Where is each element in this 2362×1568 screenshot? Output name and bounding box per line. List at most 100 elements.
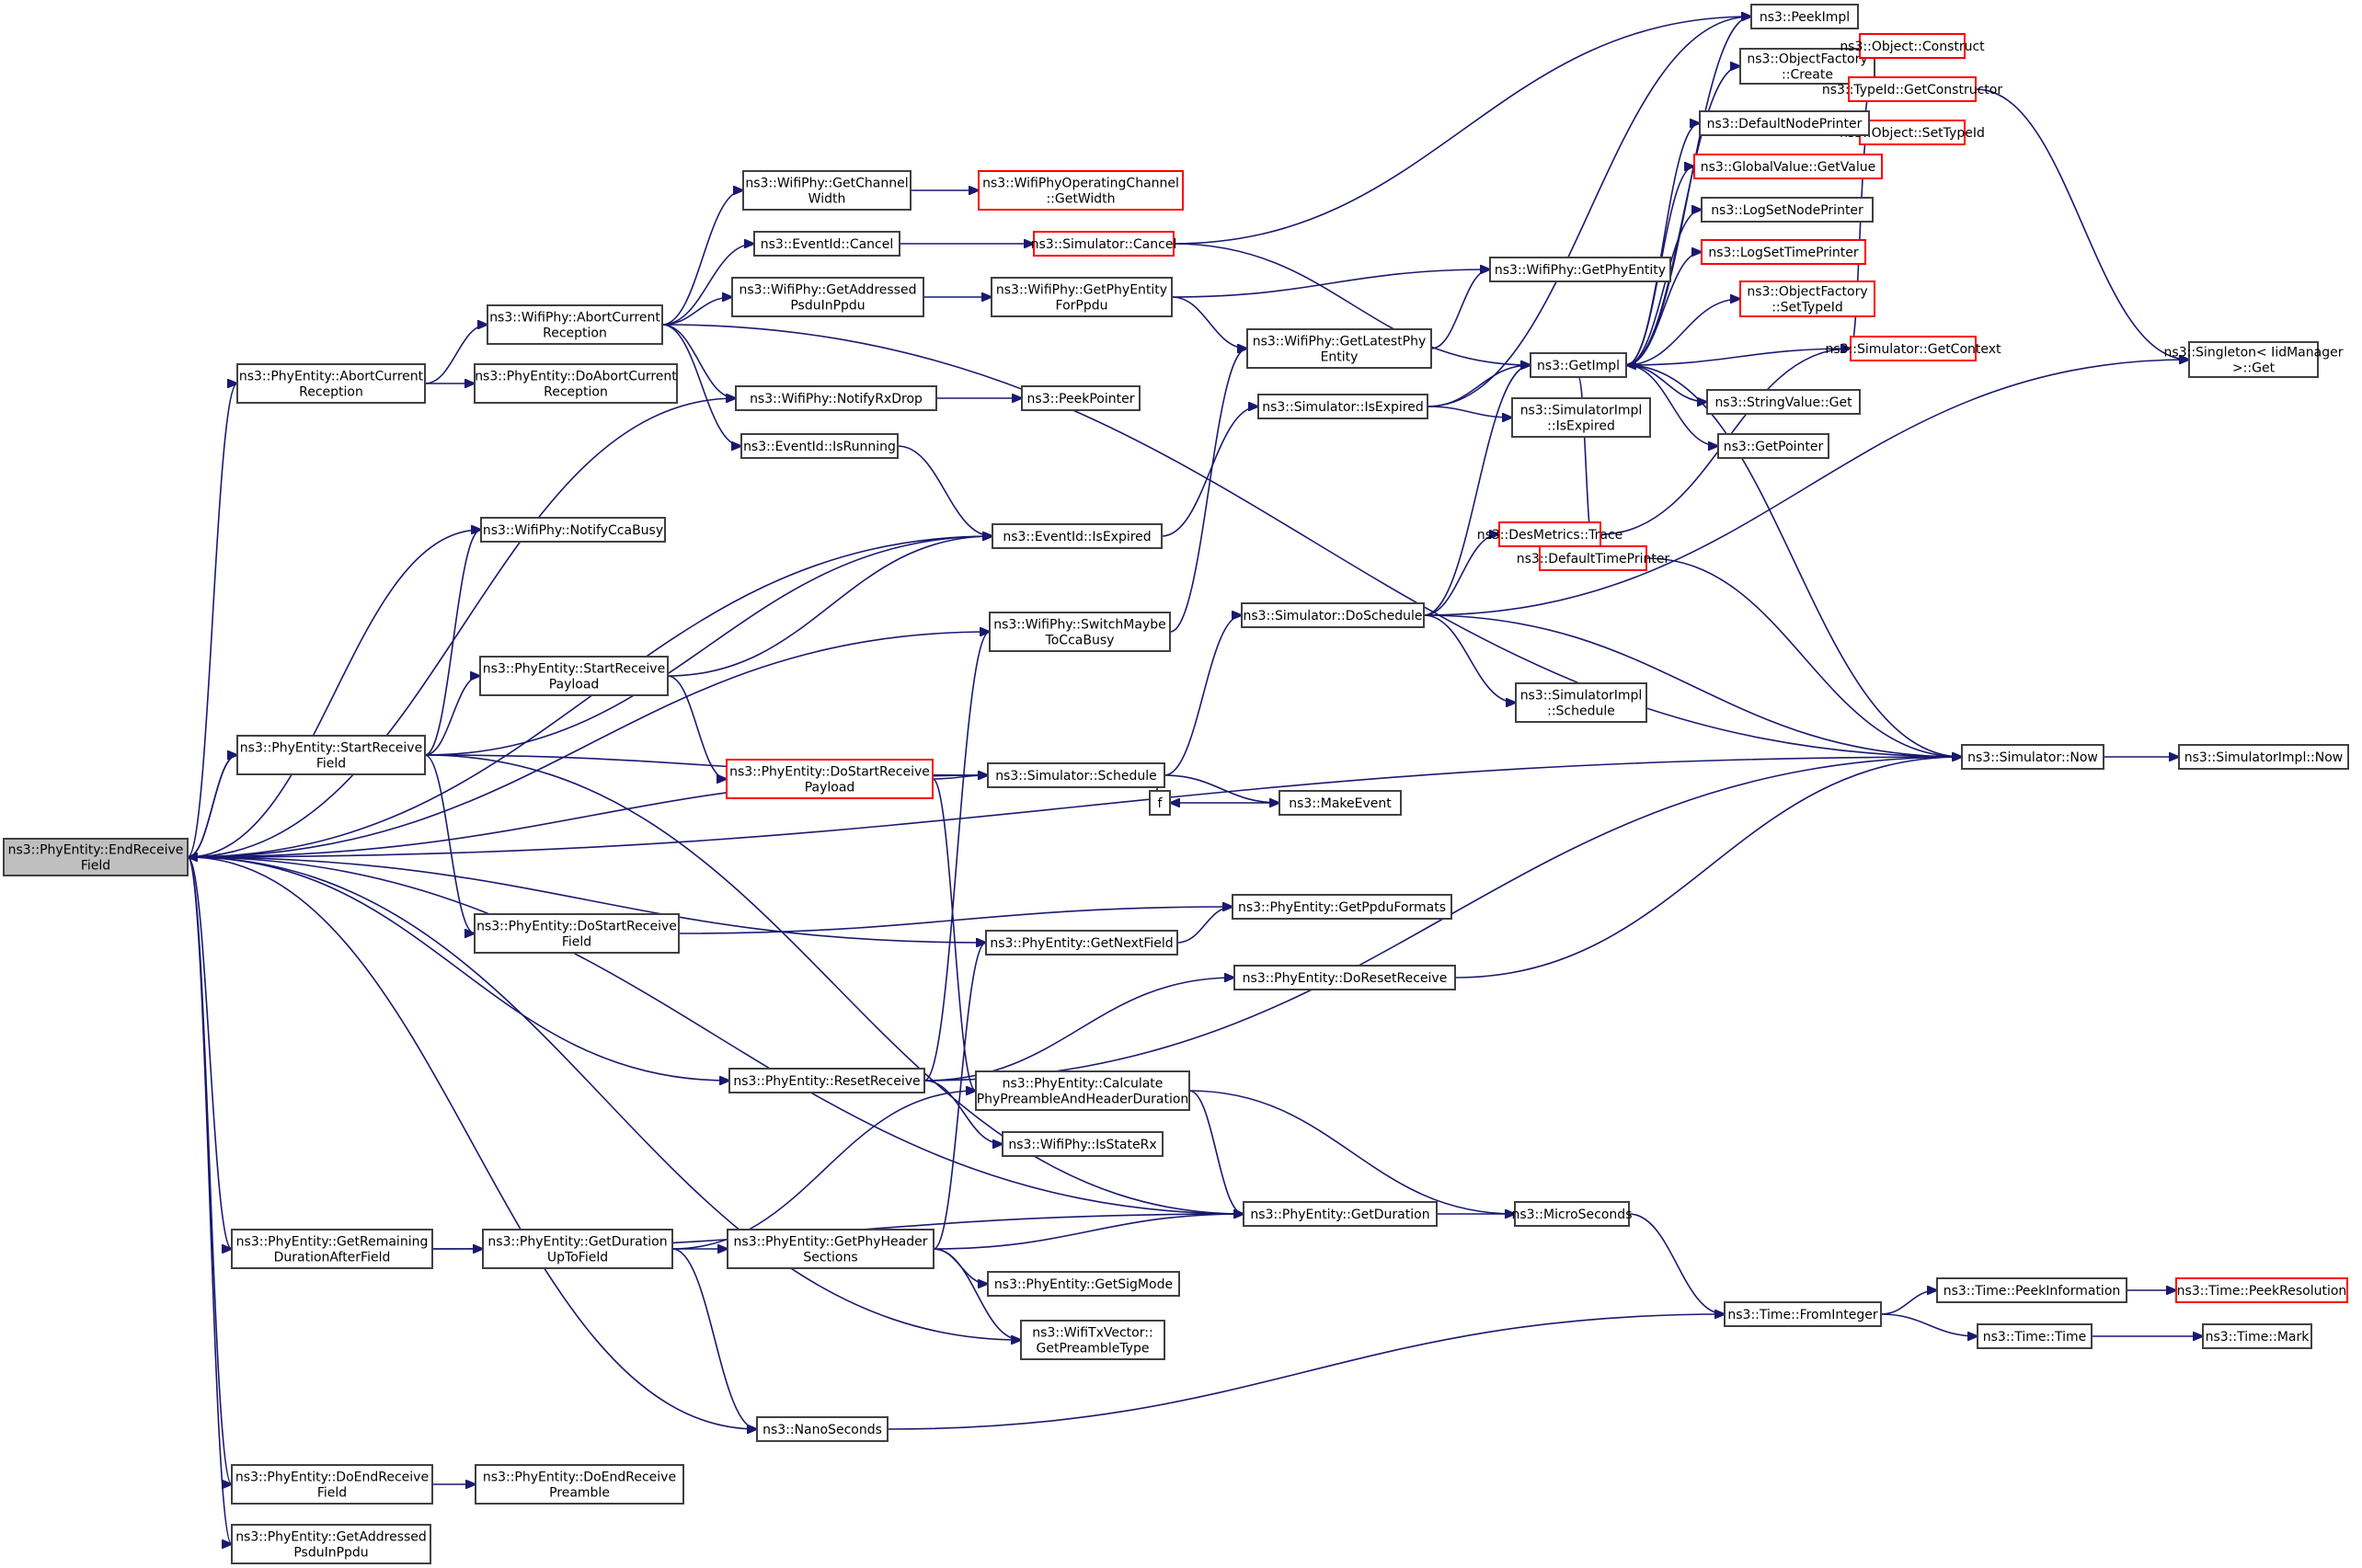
- function-node[interactable]: ns3::GetPointer: [1717, 433, 1829, 459]
- function-node[interactable]: ns3::ObjectFactory::SetTypeId: [1739, 280, 1875, 317]
- node-box[interactable]: [975, 1070, 1190, 1111]
- node-box[interactable]: [474, 363, 678, 404]
- node-box[interactable]: [1848, 76, 1977, 102]
- node-box[interactable]: [735, 385, 937, 411]
- function-node[interactable]: ns3::MicroSeconds: [1511, 1201, 1633, 1227]
- function-node[interactable]: ns3::WifiTxVector::GetPreambleType: [1020, 1320, 1165, 1360]
- node-box[interactable]: [740, 433, 899, 459]
- node-box[interactable]: [987, 1271, 1180, 1297]
- node-box[interactable]: [987, 762, 1165, 788]
- function-node[interactable]: ns3::NanoSeconds: [756, 1416, 889, 1442]
- function-node[interactable]: ns3::PeekImpl: [1750, 4, 1859, 29]
- function-node[interactable]: ns3::WifiPhy::IsStateRx: [1002, 1131, 1164, 1157]
- node-box[interactable]: [1278, 790, 1402, 816]
- node-box[interactable]: [1498, 521, 1601, 547]
- node-box[interactable]: [236, 363, 426, 404]
- function-node[interactable]: ns3::MakeEvent: [1278, 790, 1402, 816]
- function-node[interactable]: ns3::DesMetrics::Trace: [1477, 521, 1623, 547]
- function-node[interactable]: ns3::WifiPhy::GetPhyEntity: [1489, 257, 1671, 282]
- node-box[interactable]: [1701, 239, 1866, 265]
- node-box[interactable]: [1233, 965, 1456, 990]
- function-node[interactable]: ns3::EventId::Cancel: [753, 231, 900, 257]
- function-node[interactable]: ns3::PhyEntity::GetPpduFormats: [1232, 894, 1452, 920]
- function-node[interactable]: ns3::Simulator::DoSchedule: [1241, 602, 1425, 628]
- function-node[interactable]: ns3::EventId::IsRunning: [740, 433, 899, 459]
- function-node[interactable]: ns3::SimulatorImpl::Schedule: [1515, 682, 1647, 723]
- node-box[interactable]: [1977, 1323, 2093, 1349]
- node-box[interactable]: [1701, 197, 1874, 223]
- node-box[interactable]: [1515, 682, 1647, 723]
- node-box[interactable]: [1961, 744, 2104, 770]
- function-node[interactable]: ns3::PeekPointer: [1021, 385, 1141, 411]
- node-box[interactable]: [1859, 33, 1966, 59]
- function-node[interactable]: ns3::PhyEntity::ResetReceive: [728, 1068, 925, 1093]
- node-box[interactable]: [475, 1464, 684, 1505]
- node-box[interactable]: [3, 838, 189, 876]
- function-node[interactable]: ns3::PhyEntity::GetRemainingDurationAfte…: [231, 1229, 433, 1269]
- node-box[interactable]: [731, 277, 924, 317]
- node-box[interactable]: [1020, 1320, 1165, 1360]
- function-node[interactable]: ns3::Time::Time: [1977, 1323, 2093, 1349]
- node-box[interactable]: [1530, 352, 1627, 378]
- function-node[interactable]: ns3::TypeId::GetConstructor: [1822, 76, 2002, 102]
- function-node[interactable]: ns3::DefaultTimePrinter: [1517, 545, 1670, 571]
- node-box[interactable]: [2188, 341, 2319, 378]
- node-box[interactable]: [726, 759, 934, 799]
- node-box[interactable]: [231, 1464, 433, 1505]
- node-box[interactable]: [1241, 602, 1425, 628]
- node-box[interactable]: [1246, 328, 1432, 369]
- node-box[interactable]: [989, 612, 1171, 652]
- function-node[interactable]: ns3::Singleton< IidManager>::Get: [2164, 341, 2344, 378]
- function-node[interactable]: ns3::LogSetTimePrinter: [1701, 239, 1866, 265]
- node-box[interactable]: [1693, 154, 1883, 179]
- function-node[interactable]: ns3::PhyEntity::GetSigMode: [987, 1271, 1180, 1297]
- node-box[interactable]: [474, 913, 680, 954]
- node-box[interactable]: [1706, 389, 1861, 415]
- node-box[interactable]: [978, 170, 1184, 211]
- node-box[interactable]: [1489, 257, 1671, 282]
- node-box[interactable]: [727, 1229, 934, 1269]
- function-node[interactable]: ns3::Simulator::Schedule: [987, 762, 1165, 788]
- node-box[interactable]: [1724, 1301, 1882, 1327]
- node-box[interactable]: [1717, 433, 1829, 459]
- node-box[interactable]: [1750, 4, 1859, 29]
- node-box[interactable]: [1257, 394, 1428, 419]
- function-node[interactable]: ns3::PhyEntity::GetDuration: [1243, 1201, 1438, 1227]
- node-box[interactable]: [1232, 894, 1452, 920]
- node-box[interactable]: [1699, 110, 1870, 136]
- function-node[interactable]: ns3::Simulator::Cancel: [1031, 231, 1177, 257]
- node-box[interactable]: [1739, 280, 1875, 317]
- function-node[interactable]: ns3::Object::Construct: [1840, 33, 1985, 59]
- node-box[interactable]: [992, 523, 1163, 549]
- node-box[interactable]: [2202, 1323, 2312, 1349]
- function-node[interactable]: ns3::GlobalValue::GetValue: [1693, 154, 1883, 179]
- function-node[interactable]: ns3::DefaultNodePrinter: [1699, 110, 1870, 136]
- function-node[interactable]: f: [1149, 790, 1171, 816]
- node-box[interactable]: [231, 1229, 433, 1269]
- function-node[interactable]: ns3::SimulatorImpl::Now: [2178, 744, 2349, 770]
- function-node[interactable]: ns3::PhyEntity::DoResetReceive: [1233, 965, 1456, 990]
- node-box[interactable]: [1936, 1277, 2127, 1303]
- function-node[interactable]: ns3::WifiPhyOperatingChannel::GetWidth: [978, 170, 1184, 211]
- node-box[interactable]: [482, 1229, 673, 1269]
- function-node[interactable]: ns3::ObjectFactory::Create: [1739, 48, 1875, 85]
- node-box[interactable]: [756, 1416, 889, 1442]
- node-box[interactable]: [480, 517, 666, 543]
- node-box[interactable]: [1002, 1131, 1164, 1157]
- function-node[interactable]: ns3::Time::FromInteger: [1724, 1301, 1882, 1327]
- node-box[interactable]: [1859, 120, 1966, 145]
- node-box[interactable]: [728, 1068, 925, 1093]
